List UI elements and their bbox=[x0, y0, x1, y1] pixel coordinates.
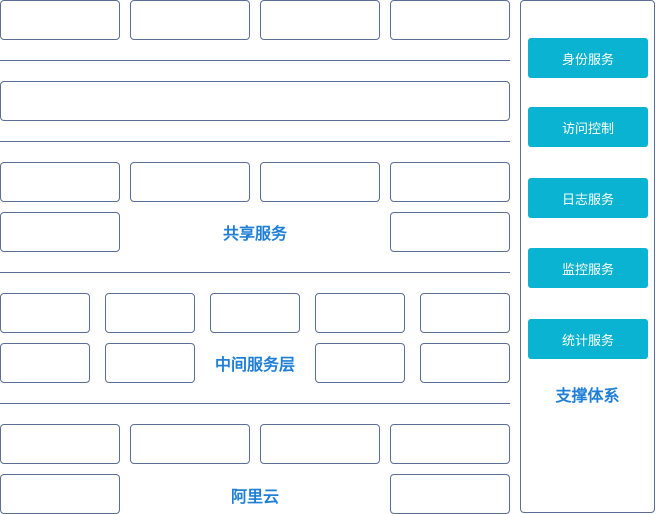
shared-box-4 bbox=[390, 162, 510, 202]
divider-1 bbox=[0, 60, 510, 61]
aliyun-box-2 bbox=[130, 424, 250, 464]
aliyun-box-3 bbox=[260, 424, 380, 464]
log-service-button[interactable]: 日志服务 bbox=[528, 178, 648, 218]
aliyun-box-5 bbox=[0, 474, 120, 514]
middle-box-2 bbox=[105, 293, 195, 333]
shared-services-label: 共享服务 bbox=[222, 224, 287, 243]
top-box-3 bbox=[260, 0, 380, 40]
middle-service-layer-label: 中间服务层 bbox=[214, 355, 295, 374]
support-panel-title: 支撑体系 bbox=[555, 386, 620, 405]
identity-service-button[interactable]: 身份服务 bbox=[528, 38, 648, 78]
shared-box-1 bbox=[0, 162, 120, 202]
middle-box-8 bbox=[315, 343, 405, 383]
aliyun-box-4 bbox=[390, 424, 510, 464]
statistics-service-button[interactable]: 统计服务 bbox=[528, 319, 648, 359]
middle-box-1 bbox=[0, 293, 90, 333]
middle-box-4 bbox=[315, 293, 405, 333]
middle-box-7 bbox=[105, 343, 195, 383]
middle-box-3 bbox=[210, 293, 300, 333]
aliyun-label: 阿里云 bbox=[230, 487, 279, 506]
aliyun-box-6 bbox=[390, 474, 510, 514]
shared-box-3 bbox=[260, 162, 380, 202]
divider-4 bbox=[0, 403, 510, 404]
shared-box-5 bbox=[0, 212, 120, 252]
monitor-service-button[interactable]: 监控服务 bbox=[528, 248, 648, 288]
wide-box bbox=[0, 81, 510, 121]
middle-box-6 bbox=[0, 343, 90, 383]
divider-3 bbox=[0, 272, 510, 273]
middle-box-5 bbox=[420, 293, 510, 333]
shared-box-2 bbox=[130, 162, 250, 202]
top-box-1 bbox=[0, 0, 120, 40]
aliyun-box-1 bbox=[0, 424, 120, 464]
divider-2 bbox=[0, 141, 510, 142]
middle-box-9 bbox=[420, 343, 510, 383]
shared-box-6 bbox=[390, 212, 510, 252]
top-box-4 bbox=[390, 0, 510, 40]
top-box-2 bbox=[130, 0, 250, 40]
access-control-button[interactable]: 访问控制 bbox=[528, 107, 648, 147]
